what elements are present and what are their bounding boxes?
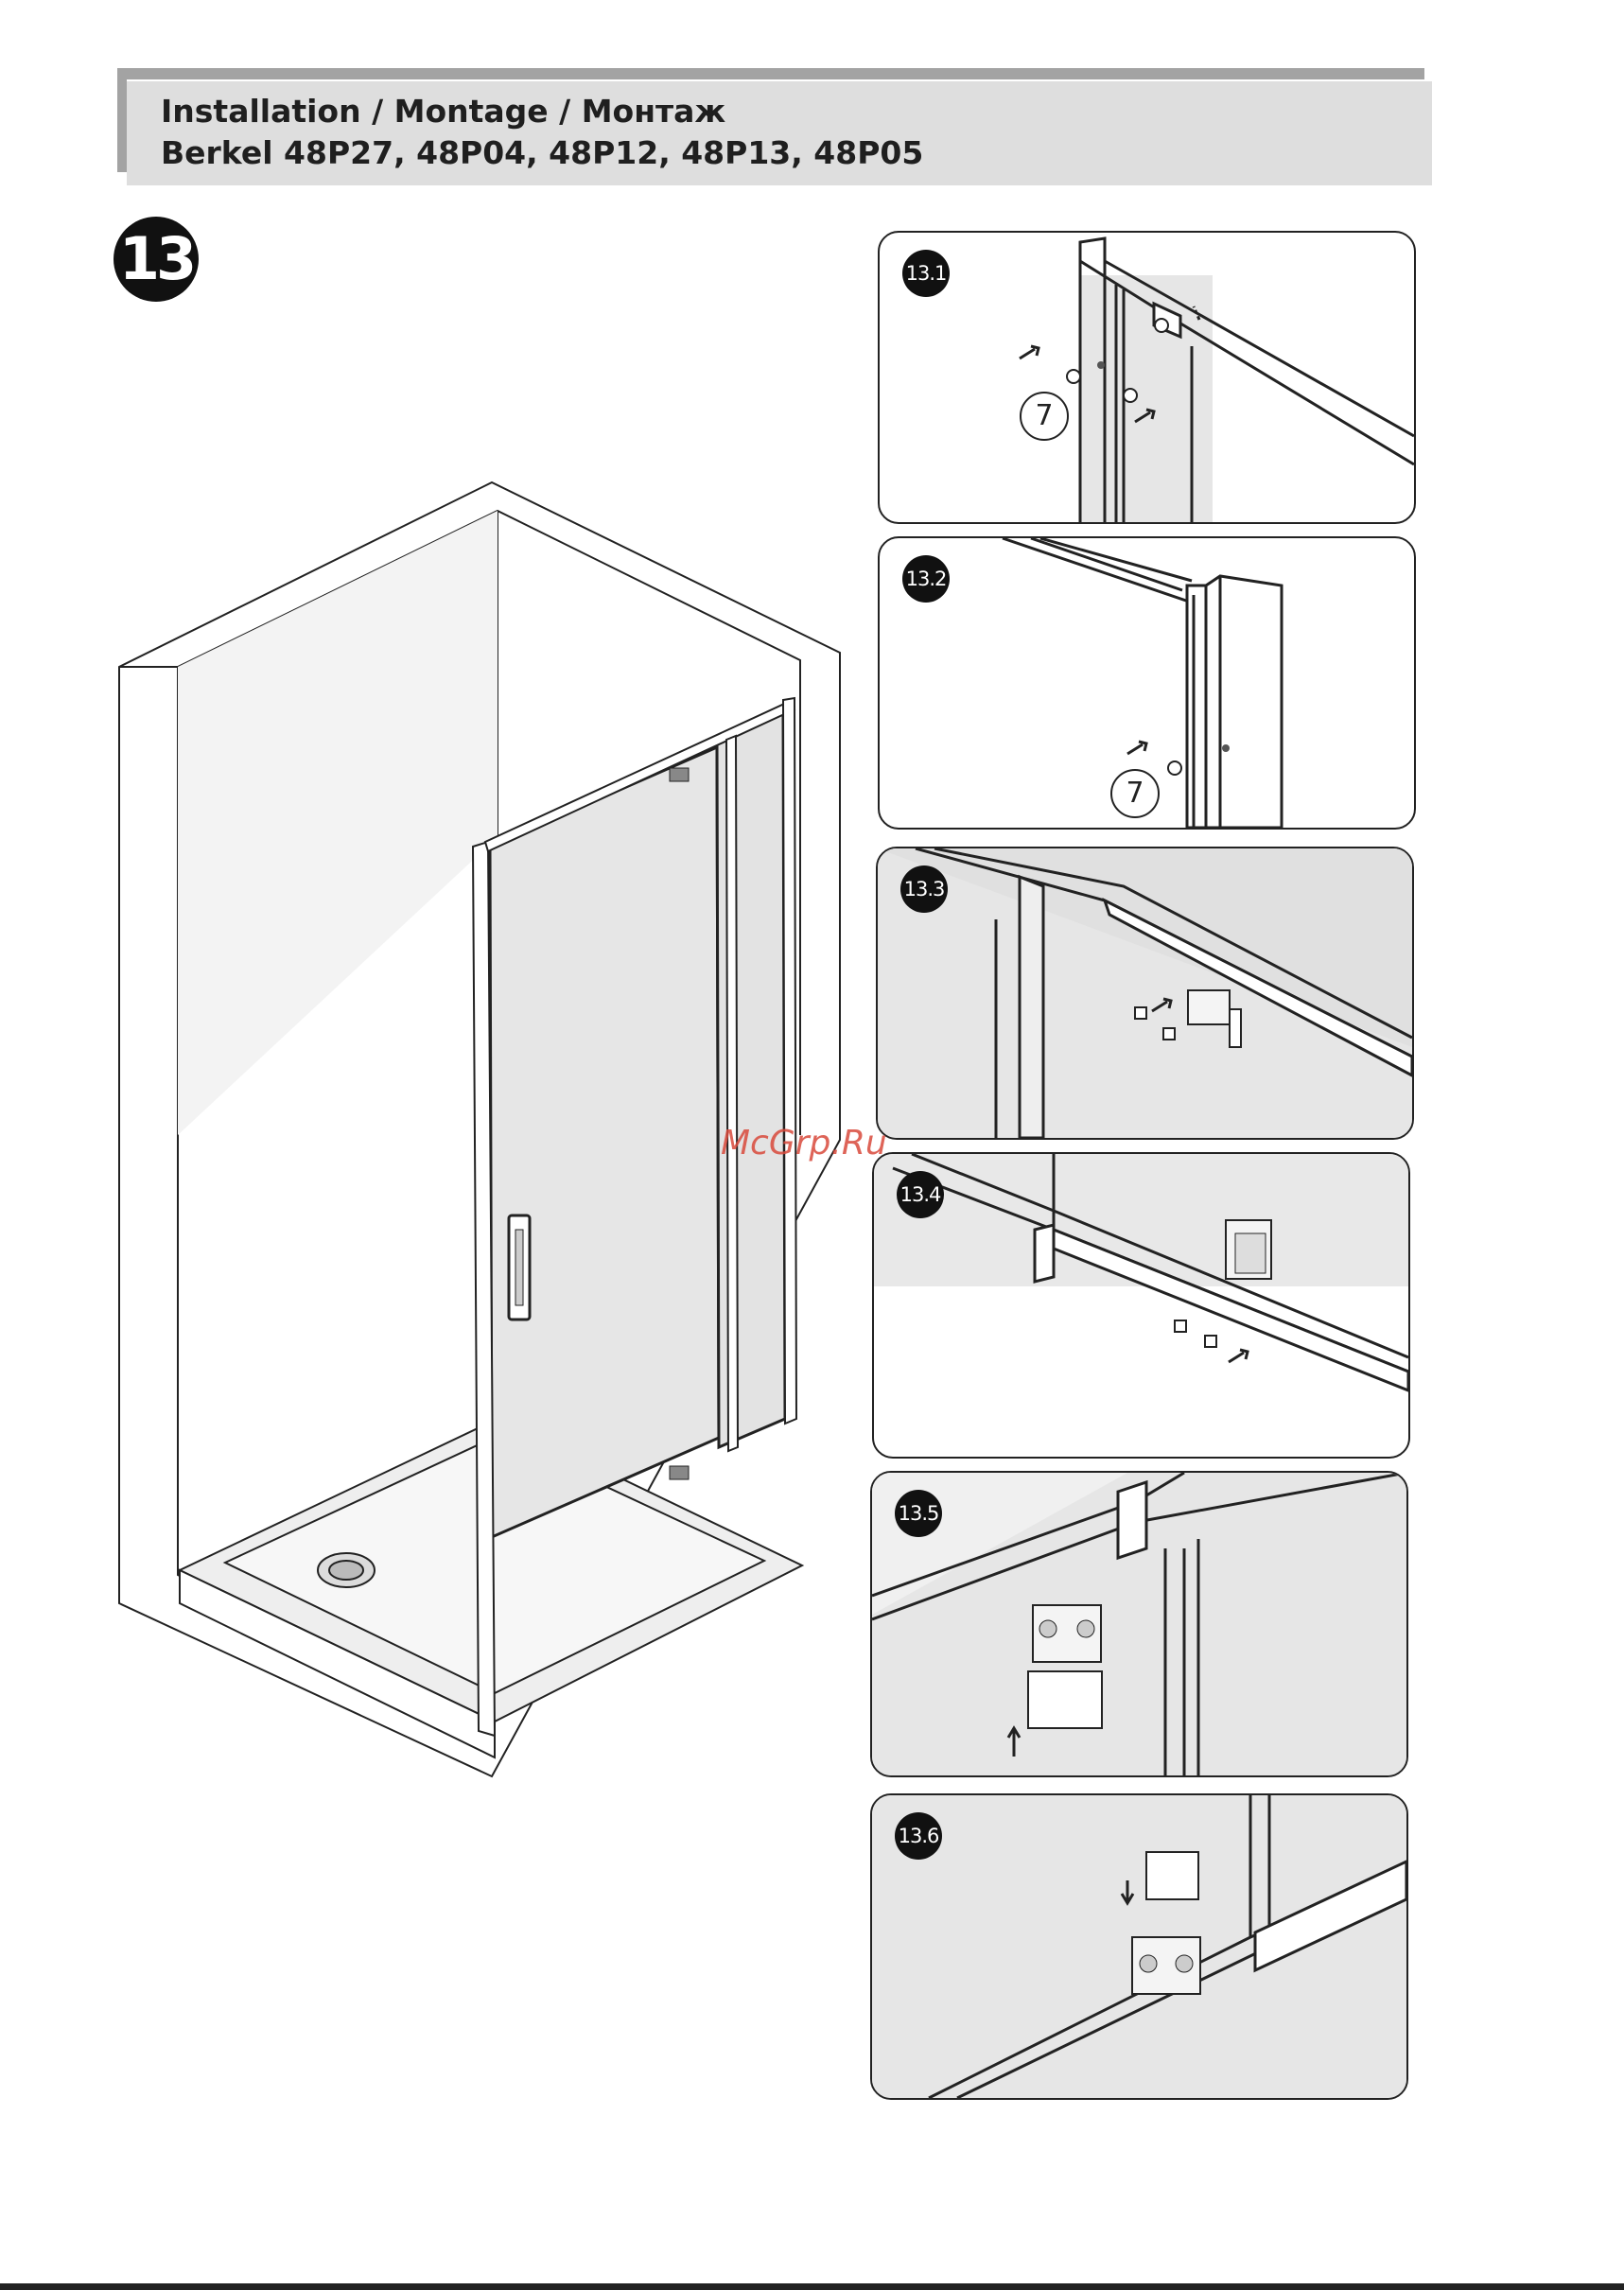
hinge-bottom [670,1466,689,1479]
watermark: McGrp.Ru [721,1124,887,1162]
panel-label-badge: 13.3 [900,865,948,913]
arrow-icon [1020,346,1039,358]
part-number-badge: 7 [1020,392,1069,441]
panel-13-4: 13.4 [872,1152,1410,1459]
header-left-bar [117,68,127,172]
door-glass [490,747,719,1537]
panel-label-badge: 13.1 [902,250,950,297]
part-number-badge: 7 [1110,769,1160,818]
header-models: Berkel 48P27, 48P04, 48P12, 48P13, 48P05 [161,134,923,171]
panel-13-6: 13.6 [870,1793,1408,2100]
panel-label-badge: 13.4 [897,1171,944,1218]
panel-label-badge: 13.5 [895,1490,942,1537]
panel-13-5: 13.5 [870,1471,1408,1777]
panel-label-badge: 13.6 [895,1812,942,1860]
bottom-rule [0,2283,1624,2290]
panel-label-badge: 13.2 [902,555,950,603]
panel-13-3: 13.3 [876,847,1414,1140]
hinge-top [670,768,689,781]
header-top-bar [117,68,1424,79]
step-number-badge: 13 [114,217,199,302]
header-title: Installation / Montage / Монтаж [161,93,725,130]
wall-profile-right [783,698,796,1424]
panel-13-1: 13.1 7 [878,231,1416,524]
panel-13-2: 13.2 7 [878,536,1416,830]
